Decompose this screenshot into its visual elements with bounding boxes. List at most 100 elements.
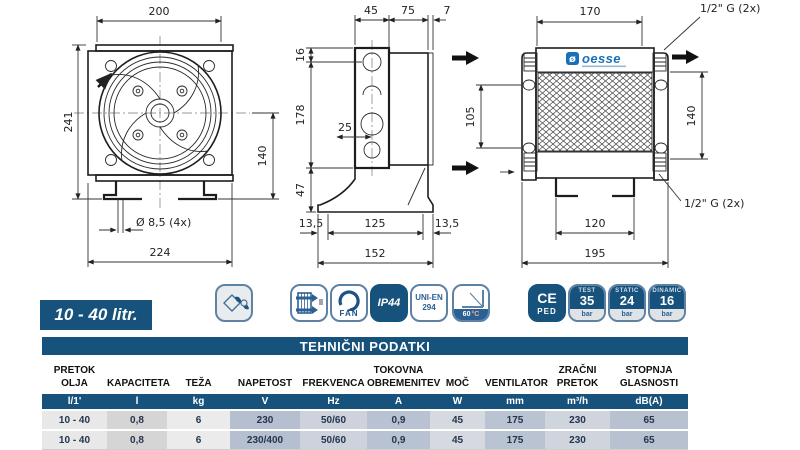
dynamic-pressure-label: DINAMIC: [652, 288, 682, 294]
static-pressure-label: STATIC: [615, 288, 639, 294]
test-pressure-unit: bar: [570, 309, 604, 320]
temperature-value: 60: [462, 311, 471, 318]
column-header: FREKVENCA: [300, 355, 367, 394]
fan-rotation-icon: [338, 289, 360, 311]
table-cell: 230: [230, 409, 300, 430]
table-cell: 0,8: [107, 409, 167, 430]
unit-cell: dB(A): [610, 394, 688, 410]
oesse-logo: ø oesse: [566, 51, 626, 68]
dim-label-front-holes: Ø 8,5 (4x): [136, 216, 191, 229]
column-header: VENTILATOR: [485, 355, 548, 394]
rear-foot-left: [554, 178, 578, 198]
header-row: PRETOK OLJA KAPACITETA TEŽA NAPETOST FRE…: [42, 355, 688, 394]
cooler-core: [537, 72, 653, 152]
front-foot-right: [178, 181, 218, 201]
flow-arrow-bottom: [452, 161, 479, 175]
table-row: 10 - 40 0,8 6 230/400 50/60 0,9 45 175 2…: [42, 429, 688, 450]
dynamic-pressure-value: 16: [659, 293, 675, 308]
dim-label-rear-feet-span: 120: [585, 217, 606, 230]
table-cell: 6: [167, 429, 230, 450]
table-cell: 230: [545, 429, 610, 450]
static-pressure-value: 24: [619, 293, 635, 308]
ip-rating-text: IP44: [377, 297, 401, 309]
capacity-range-label: 10 - 40 litr.: [40, 300, 152, 330]
fan-badge-label: FAN: [339, 308, 359, 318]
test-pressure-label: TEST: [578, 288, 596, 294]
front-view-drawing: 200 241 140 Ø 8,5 (4x) 224: [62, 5, 279, 267]
heat-exchanger-badge: [290, 284, 328, 322]
dim-label-side-foot-holes: 125: [365, 217, 386, 230]
flow-arrow-outlet: [672, 50, 699, 64]
fitting-label-bottom: 1/2" G (2x): [684, 197, 744, 210]
dim-label-front-top-width: 200: [149, 5, 170, 18]
test-pressure-badge: TEST 35 bar: [568, 284, 606, 322]
dim-label-side-foot-height: 47: [294, 183, 307, 197]
table-cell: 10 - 40: [42, 409, 107, 430]
dim-label-side-foot-width: 152: [365, 247, 386, 260]
test-pressure-value: 35: [579, 293, 595, 308]
table-cell: 50/60: [300, 409, 367, 430]
column-header: MOČ: [430, 355, 485, 394]
dim-label-front-left-height: 241: [62, 112, 75, 133]
technical-drawing: 200 241 140 Ø 8,5 (4x) 224: [62, 2, 760, 268]
side-foot: [317, 165, 434, 213]
capacity-range-text: 10 - 40 litr.: [54, 305, 138, 324]
ip-rating-badge: IP44: [370, 284, 408, 322]
table-cell: 0,9: [367, 429, 430, 450]
temperature-badge: 60 °C: [452, 284, 490, 322]
table-cell: 65: [610, 409, 688, 430]
unit-cell: m³/h: [545, 394, 610, 410]
dynamic-pressure-badge: DINAMIC 16 bar: [648, 284, 686, 322]
port-fittings: [523, 52, 667, 172]
unit-cell: kg: [167, 394, 230, 410]
temperature-unit: °C: [471, 311, 480, 318]
table-cell: 50/60: [300, 429, 367, 450]
unit-cell: A: [367, 394, 430, 410]
dim-label-side-cap: 7: [444, 4, 451, 17]
table-cell: 10 - 40: [42, 429, 107, 450]
dim-label-rear-core-height: 140: [685, 106, 698, 127]
dim-label-rear-bracket-holes: 105: [464, 107, 477, 128]
standard-badge: UNI-EN 294: [410, 284, 448, 322]
column-header: PRETOK OLJA: [42, 355, 107, 394]
dim-label-side-plate-width: 45: [364, 4, 378, 17]
table-row: 10 - 40 0,8 6 230 50/60 0,9 45 175 230 6…: [42, 409, 688, 430]
technical-data-section: TEHNIČNI PODATKI PRETOK OLJA KAPACITETA …: [42, 337, 688, 450]
dim-label-rear-top-width: 170: [580, 5, 601, 18]
temperature-icon: [462, 290, 484, 308]
side-dimensions: 45 75 7 16 178 47 25 13,5 125 13,5 152: [294, 4, 459, 268]
fan-badge: FAN: [330, 284, 368, 322]
dim-label-side-body-width: 75: [401, 4, 415, 17]
rear-foot-right: [612, 178, 636, 198]
ce-mark-text: CE: [537, 289, 557, 306]
unit-cell: l/1': [42, 394, 107, 410]
table-cell: 230: [545, 409, 610, 430]
column-header: ZRAČNI PRETOK: [545, 355, 610, 394]
temperature-strip: 60 °C: [454, 309, 488, 320]
table-cell: 175: [485, 429, 545, 450]
column-header: TOKOVNA OBREMENITEV: [367, 355, 440, 394]
side-view-drawing: 45 75 7 16 178 47 25 13,5 125 13,5 152: [294, 4, 479, 268]
cooler-symbol-icon: [223, 294, 249, 312]
dim-label-front-bottom-width: 224: [150, 246, 171, 259]
table-cell: 175: [485, 409, 545, 430]
rear-dimensions: 170 1/2" G (2x) 105 140 1/2" G (2x) 120 …: [464, 2, 760, 268]
flow-arrow-top: [452, 51, 479, 65]
static-pressure-unit: bar: [610, 309, 644, 320]
technical-data-table: PRETOK OLJA KAPACITETA TEŽA NAPETOST FRE…: [42, 355, 688, 450]
table-cell: 45: [430, 409, 485, 430]
table-cell: 45: [430, 429, 485, 450]
dynamic-pressure-unit: bar: [650, 309, 684, 320]
dim-label-front-right-height: 140: [256, 146, 269, 167]
table-cell: 0,9: [367, 409, 430, 430]
rotation-arrow: [95, 72, 113, 90]
table-cell: 230/400: [230, 429, 300, 450]
cooler-symbol-badge: [215, 284, 253, 322]
unit-cell: l: [107, 394, 167, 410]
unit-cell: W: [430, 394, 485, 410]
fitting-label-top: 1/2" G (2x): [700, 2, 760, 15]
column-header: NAPETOST: [230, 355, 300, 394]
unit-cell: mm: [485, 394, 545, 410]
standard-text: UNI-EN 294: [415, 293, 443, 312]
dim-label-side-height: 178: [294, 105, 307, 126]
